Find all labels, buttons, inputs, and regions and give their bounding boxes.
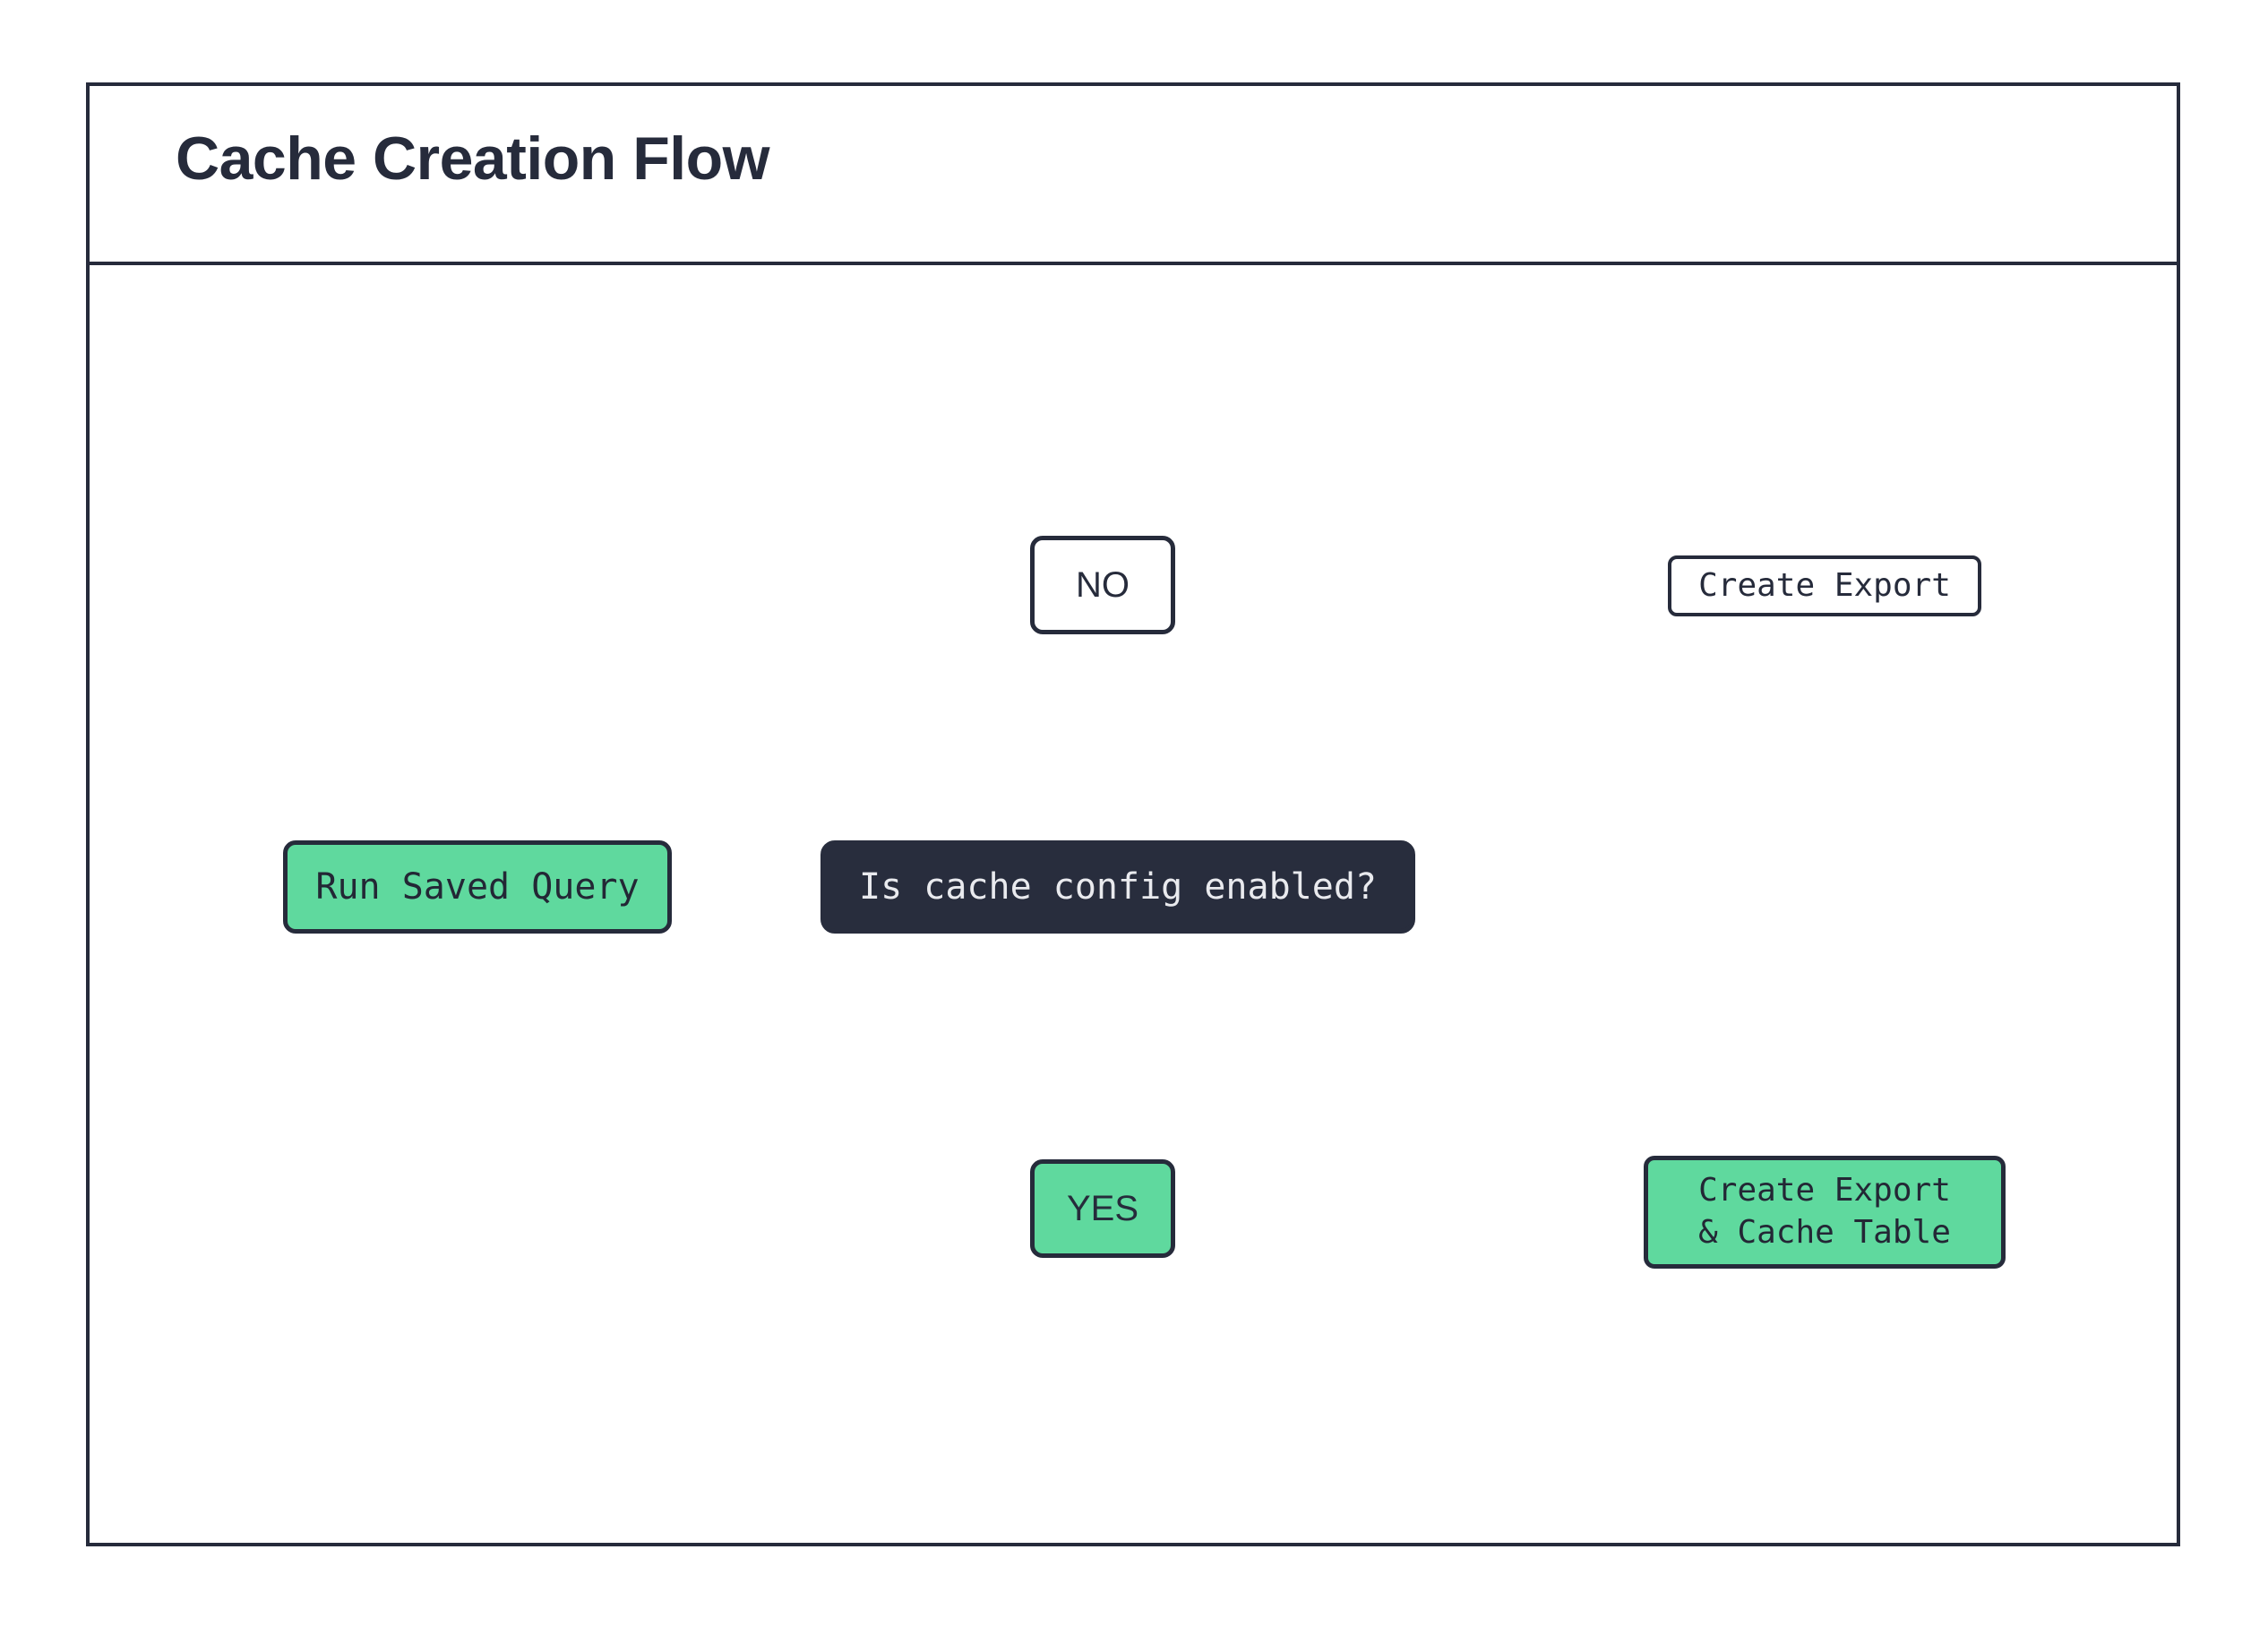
node-decision-is-cache-config-enabled[interactable]: Is cache config enabled? bbox=[820, 840, 1415, 934]
node-label-create-export-and-cache-table[interactable]: Create Export & Cache Table bbox=[1644, 1156, 2006, 1269]
edge-label-no[interactable]: NO bbox=[1030, 536, 1175, 634]
page-title: Cache Creation Flow bbox=[176, 125, 770, 193]
edge-label-yes[interactable]: YES bbox=[1030, 1159, 1175, 1258]
diagram-frame-body bbox=[86, 82, 2180, 1546]
node-label-create-export[interactable]: Create Export bbox=[1668, 555, 1981, 616]
node-run-saved-query[interactable]: Run Saved Query bbox=[283, 840, 672, 934]
diagram-frame-header bbox=[86, 82, 2180, 265]
